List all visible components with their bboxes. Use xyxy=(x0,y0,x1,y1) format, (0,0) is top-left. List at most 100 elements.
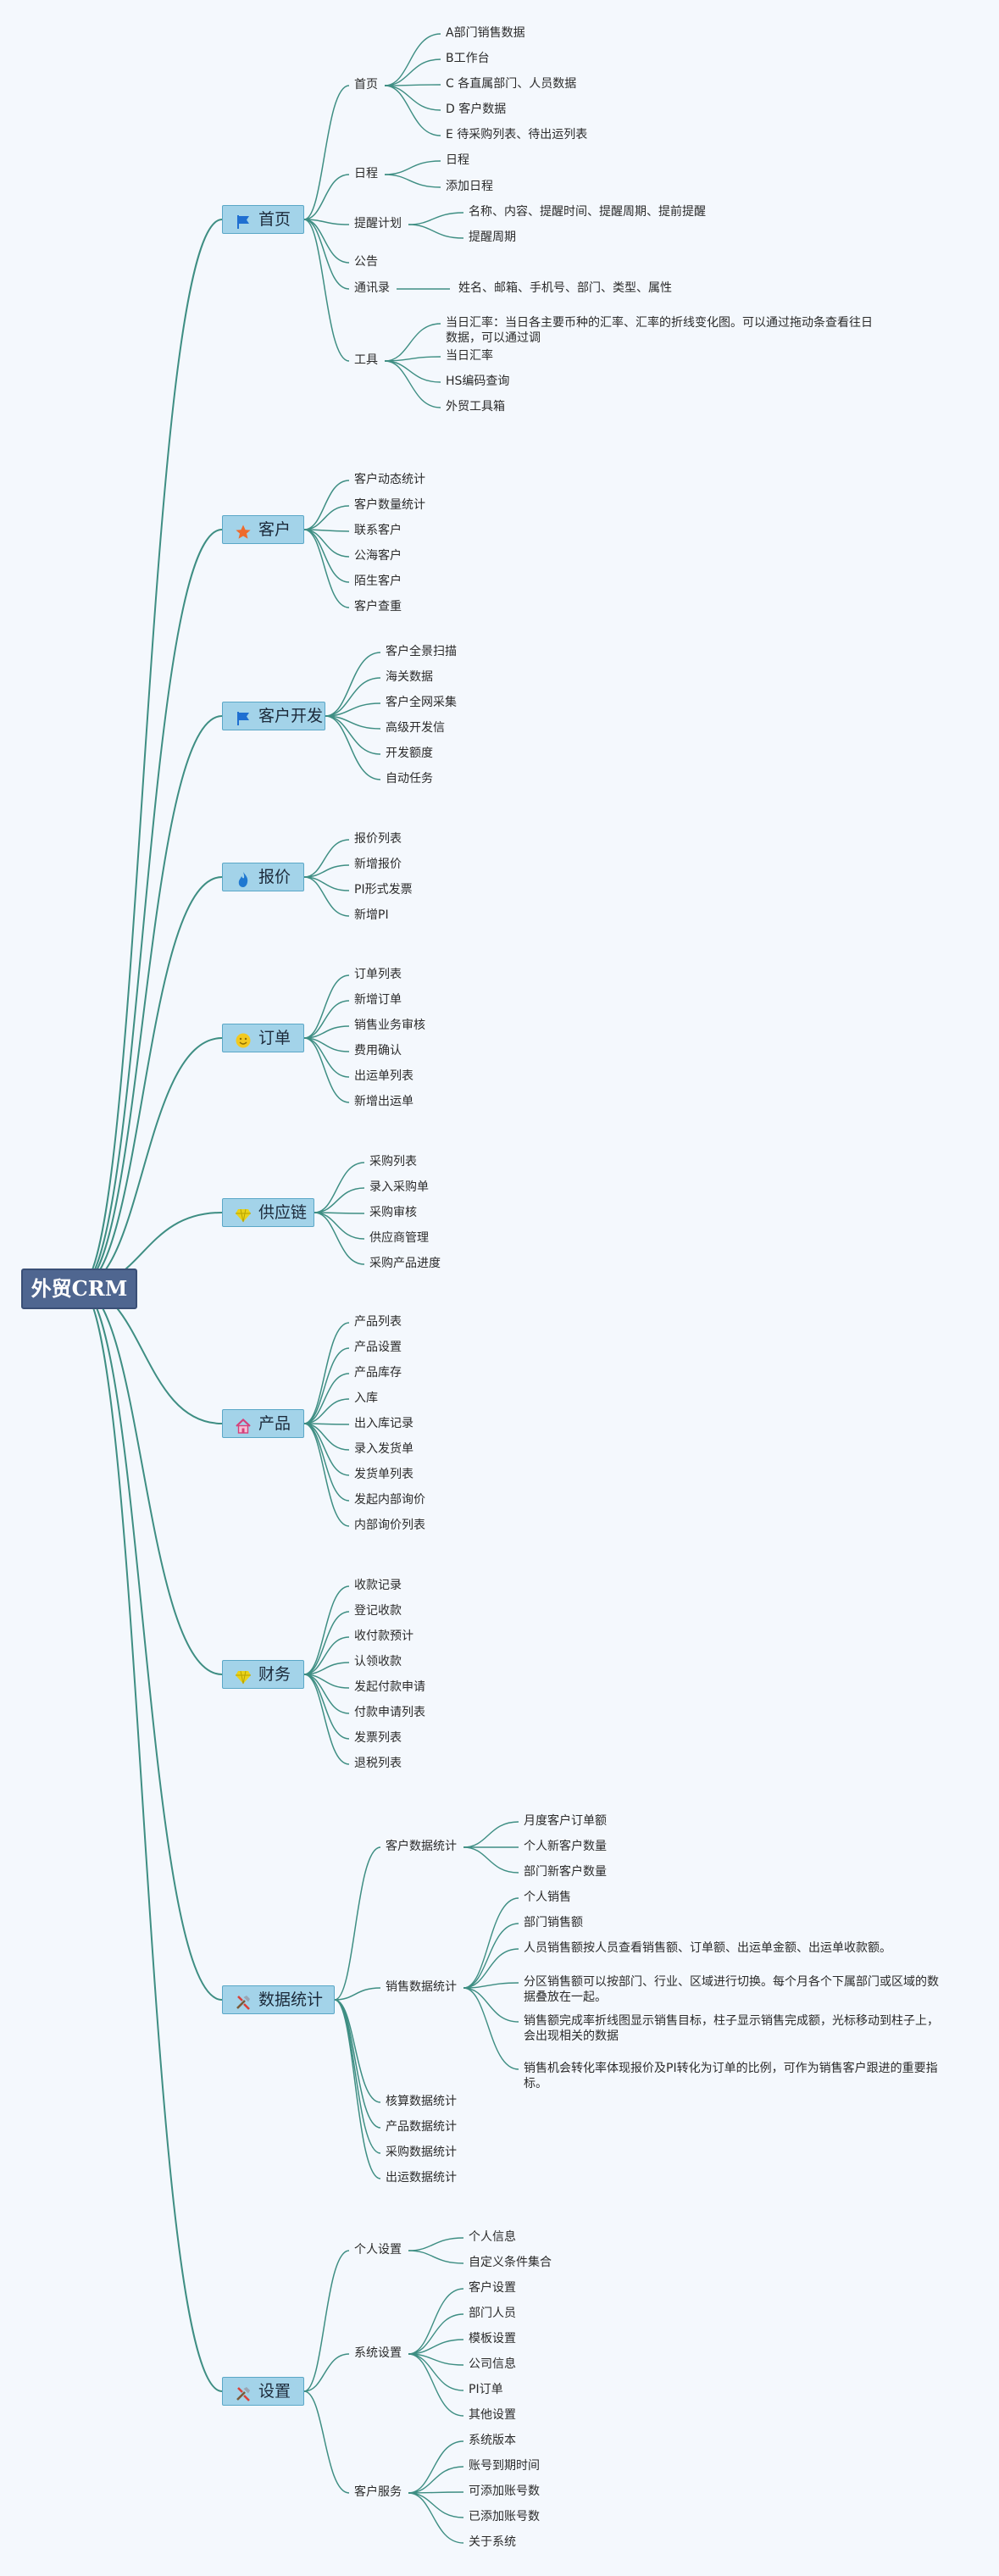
branch-item: 首页 xyxy=(354,78,378,92)
connector xyxy=(303,1373,350,1424)
connector xyxy=(303,974,350,1039)
branch-item: 登记收款 xyxy=(354,1604,402,1618)
branch-item: 产品数据统计 xyxy=(386,2120,457,2134)
category-node: 客户 xyxy=(222,515,304,544)
connector xyxy=(408,224,464,239)
connector xyxy=(334,1999,381,2154)
connector xyxy=(78,529,223,1288)
leaf-item: 系统版本 xyxy=(469,2434,516,2447)
branch-item: 个人设置 xyxy=(354,2243,402,2257)
connector xyxy=(334,1999,381,2129)
category-label: 财务 xyxy=(258,1665,291,1684)
branch-item: 发起内部询价 xyxy=(354,1493,425,1507)
connector xyxy=(463,1923,519,1989)
connector xyxy=(463,1987,519,2070)
branch-item: 自动任务 xyxy=(386,772,433,786)
star-icon xyxy=(235,521,252,539)
category-label: 设置 xyxy=(258,2382,291,2401)
connector xyxy=(303,1636,350,1675)
connector xyxy=(463,1982,519,1989)
connector xyxy=(303,1674,350,1714)
connector xyxy=(408,2440,464,2494)
connector xyxy=(78,1286,223,2392)
branch-item: PI形式发票 xyxy=(354,883,413,897)
leaf-item: 已添加账号数 xyxy=(469,2510,540,2523)
connector xyxy=(384,58,441,86)
branch-item: 产品库存 xyxy=(354,1366,402,1380)
branch-item: 认领收款 xyxy=(354,1655,402,1668)
smiley-icon xyxy=(235,1030,252,1048)
connector xyxy=(334,1999,381,2179)
connector xyxy=(314,1162,365,1213)
diamond-icon xyxy=(235,1666,252,1685)
connector xyxy=(325,702,381,717)
connector xyxy=(303,1585,350,1675)
connector xyxy=(303,1037,350,1078)
connector xyxy=(303,219,350,362)
leaf-item: HS编码查询 xyxy=(446,375,510,388)
branch-item: 收付款预计 xyxy=(354,1629,413,1643)
leaf-item: 其他设置 xyxy=(469,2408,516,2422)
connector xyxy=(303,1000,350,1039)
category-node: 报价 xyxy=(222,863,304,891)
connector xyxy=(303,219,350,290)
leaf-item: 当日汇率：当日各主要币种的汇率、汇率的折线变化图。可以通过拖动条查看往日数据，可… xyxy=(446,316,873,345)
diamond-icon xyxy=(235,1204,252,1223)
branch-item: 收款记录 xyxy=(354,1579,402,1592)
connector xyxy=(384,85,441,136)
connector xyxy=(408,2492,464,2544)
branch-item: 产品列表 xyxy=(354,1315,402,1329)
branch-item: 采购产品进度 xyxy=(369,1257,441,1270)
branch-item: 客户全景扫描 xyxy=(386,645,457,658)
branch-item: 客户查重 xyxy=(354,600,402,613)
category-node: 首页 xyxy=(222,205,304,234)
connector xyxy=(303,1423,350,1451)
connector xyxy=(78,1037,223,1288)
leaf-item: 添加日程 xyxy=(446,180,493,193)
leaf-item: 模板设置 xyxy=(469,2332,516,2346)
leaf-item: 销售额完成率折线图显示销售目标，柱子显示销售完成额，光标移动到柱子上，会出现相关… xyxy=(524,2014,939,2043)
connector xyxy=(384,323,441,362)
leaf-item: 日程 xyxy=(446,153,469,167)
connector xyxy=(303,876,350,917)
connector xyxy=(408,2353,464,2417)
connector xyxy=(325,715,381,755)
branch-item: 联系客户 xyxy=(354,524,402,537)
leaf-item: 关于系统 xyxy=(469,2535,516,2549)
connector xyxy=(384,360,441,408)
branch-item: 录入采购单 xyxy=(369,1180,429,1194)
connector xyxy=(303,1674,350,1740)
branch-item: 工具 xyxy=(354,353,378,367)
connector xyxy=(303,1322,350,1424)
branch-item: 录入发货单 xyxy=(354,1442,413,1456)
category-label: 报价 xyxy=(258,868,291,886)
connector xyxy=(384,360,441,383)
branch-item: 客户数据统计 xyxy=(386,1840,457,1853)
leaf-item: C 各直属部门、人员数据 xyxy=(446,77,577,91)
leaf-item: 可添加账号数 xyxy=(469,2484,540,2498)
leaf-item: PI订单 xyxy=(469,2383,503,2396)
branch-item: 付款申请列表 xyxy=(354,1706,425,1719)
connector xyxy=(325,652,381,717)
leaf-item: 自定义条件集合 xyxy=(469,2256,552,2269)
branch-item: 新增PI xyxy=(354,908,389,922)
connector xyxy=(408,2339,464,2355)
connector xyxy=(78,876,223,1288)
leaf-item: 个人销售 xyxy=(524,1890,571,1904)
category-label: 数据统计 xyxy=(258,1990,324,2009)
category-node: 产品 xyxy=(222,1409,304,1438)
branch-item: 日程 xyxy=(354,167,378,180)
category-node: 订单 xyxy=(222,1024,304,1052)
branch-item: 入库 xyxy=(354,1391,378,1405)
tools-icon xyxy=(235,2383,252,2401)
connector xyxy=(314,1187,365,1213)
connector xyxy=(325,715,381,780)
leaf-item: 提醒周期 xyxy=(469,230,516,244)
leaf-item: 账号到期时间 xyxy=(469,2459,540,2473)
connector xyxy=(408,2250,464,2264)
connector xyxy=(303,1674,350,1765)
branch-item: 产品设置 xyxy=(354,1341,402,1354)
connector xyxy=(334,1987,381,2001)
leaf-item: 姓名、邮箱、手机号、部门、类型、属性 xyxy=(458,281,672,295)
